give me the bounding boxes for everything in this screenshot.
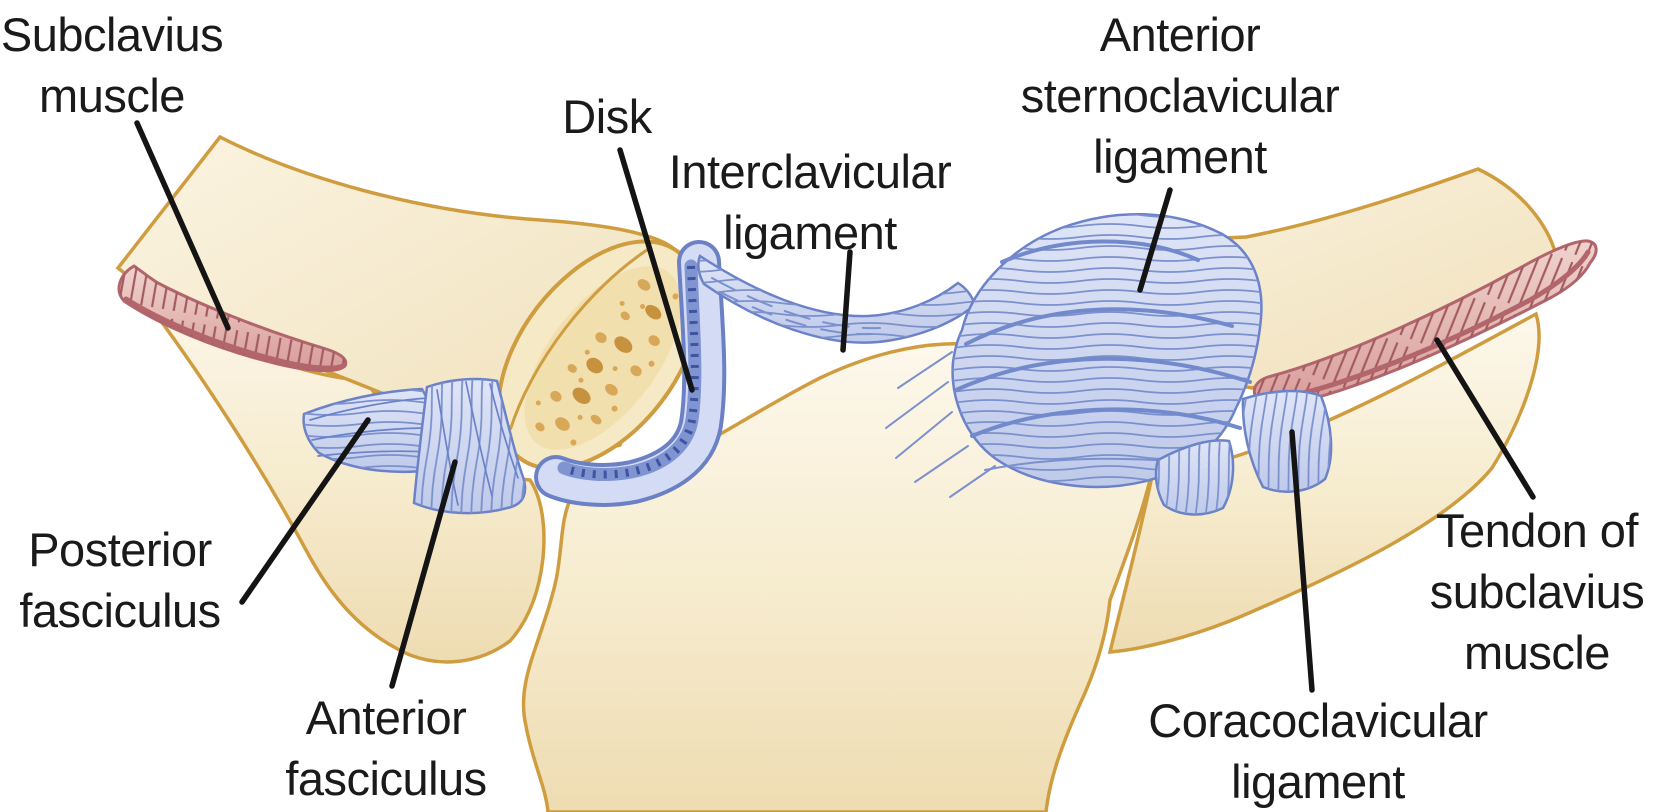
clavicle-cut-surface: [496, 239, 702, 471]
leader-coracoclavicular-ligament: [1289, 429, 1315, 693]
tendon-of-subclavius-shape: [1252, 239, 1598, 408]
leader-lines: [134, 120, 1536, 693]
articular-disk-shape: [534, 240, 727, 507]
label-tendon-of-subclavius-muscle: Tendon of subclavius muscle: [1429, 504, 1645, 679]
subclavius-muscle-shape: [117, 264, 348, 373]
label-disk: Disk: [562, 90, 652, 143]
label-coracoclavicular-ligament: Coracoclavicular ligament: [1148, 694, 1488, 808]
label-posterior-fasciculus: Posterior fasciculus: [19, 523, 221, 637]
posterior-fasciculus-shape: [302, 387, 436, 474]
right-first-rib-bone: [1107, 311, 1541, 654]
leader-subclavius-muscle: [134, 120, 231, 331]
leader-anterior-sternoclavicular-ligament: [1137, 187, 1173, 293]
label-anterior-sternoclavicular-ligament: Anterior sternoclavicular ligament: [1020, 8, 1340, 183]
leader-disk: [617, 147, 695, 393]
coracoclavicular-ligament-shape: [1154, 389, 1333, 516]
spongy-bone-speckles: [535, 279, 679, 446]
leader-tendon-of-subclavius: [1434, 337, 1536, 500]
label-anterior-fasciculus: Anterior fasciculus: [285, 691, 487, 805]
leader-anterior-fasciculus: [389, 459, 458, 689]
anterior-sternoclavicular-ligament-shape: [885, 212, 1263, 498]
leader-interclavicular-ligament: [840, 249, 853, 353]
leader-posterior-fasciculus: [239, 417, 371, 605]
label-subclavius-muscle: Subclavius muscle: [0, 8, 224, 122]
anterior-fasciculus-shape: [412, 377, 527, 515]
interclavicular-ligament-shape: [697, 254, 977, 344]
label-interclavicular-ligament: Interclavicular ligament: [668, 145, 952, 259]
